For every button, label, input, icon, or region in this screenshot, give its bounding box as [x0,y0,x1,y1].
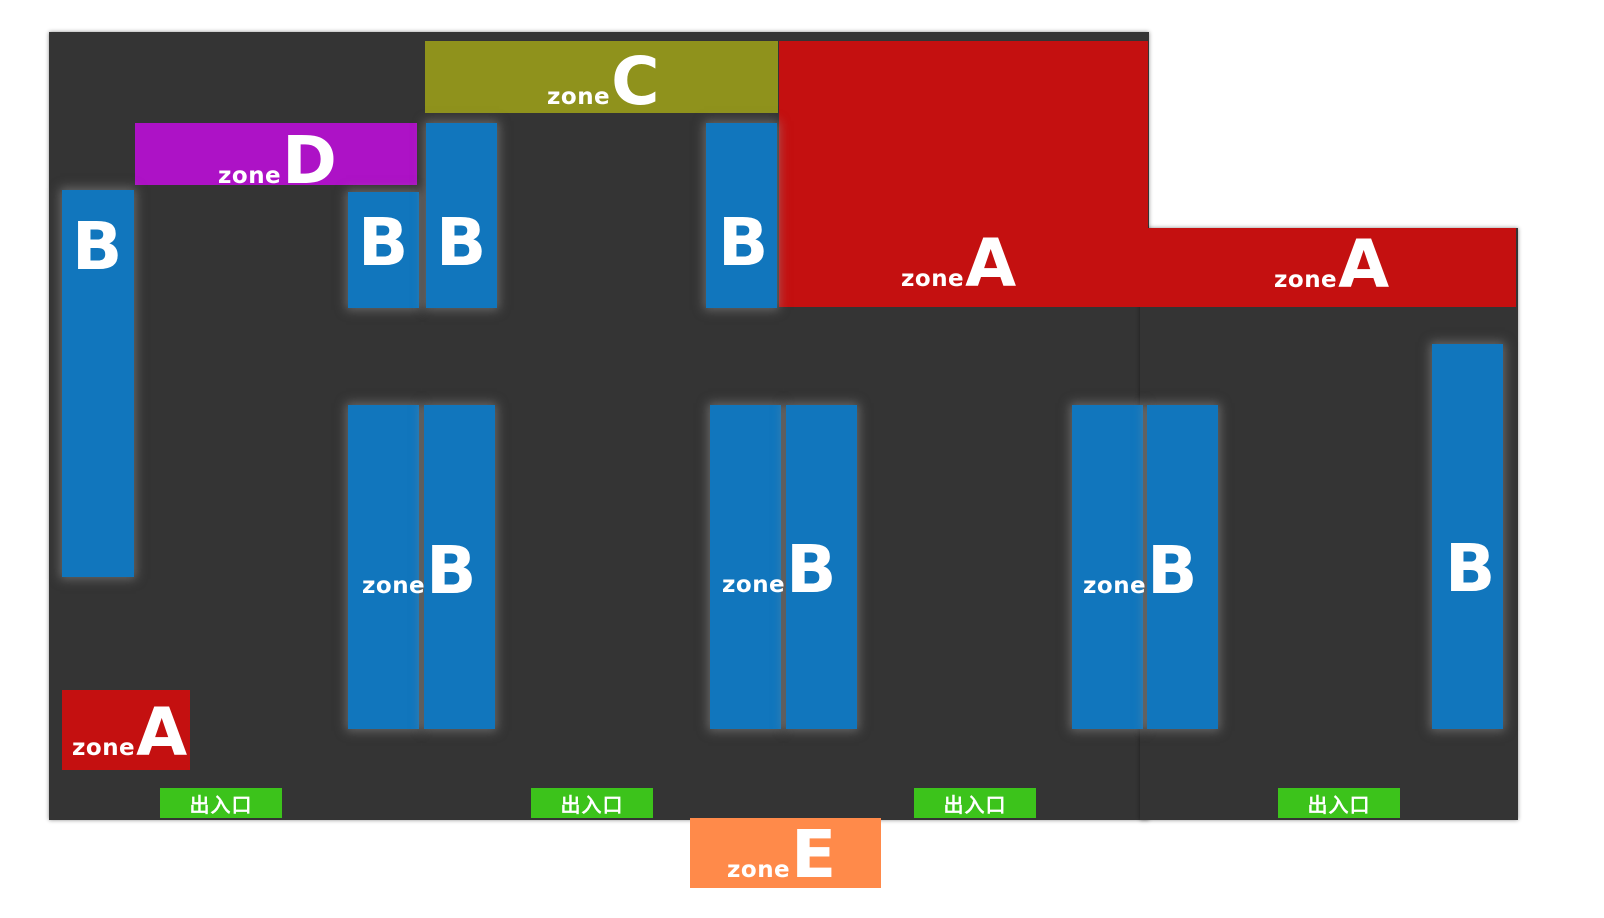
zone-a-top-letter: A [965,225,1017,302]
zone-b-top-3-letter: B [718,204,769,281]
zone-b-center-left-label: zone B [362,538,476,604]
zone-e-letter: E [791,816,837,893]
zone-b-center-right-label: zone B [1083,538,1197,604]
zone-b-shelf[interactable] [348,405,419,729]
zone-d-word: zone [218,163,282,189]
zone-b-left-tall-letter: B [72,208,123,285]
zone-a-right-letter: A [1338,226,1390,303]
zone-b-center-right-word: zone [1083,573,1147,599]
zone-b-top-3[interactable]: B [706,123,777,308]
zone-d-letter: D [282,122,337,199]
zone-a-bottom-left-letter: A [136,694,188,771]
zone-a-right[interactable]: zone A [1146,228,1516,307]
zone-a-top-word: zone [901,266,965,292]
zone-a-bottom-left-word: zone [72,735,136,761]
zone-c-word: zone [547,84,611,110]
zone-c[interactable]: zone C [425,41,778,120]
zone-e-word: zone [727,857,791,883]
zone-b-center-right-letter: B [1147,532,1198,609]
zone-b-top-1-letter: B [358,204,409,281]
zone-b-shelf[interactable] [1147,405,1218,729]
zone-e[interactable]: zone E [690,818,881,888]
zone-b-top-1[interactable]: B [348,192,419,308]
exit-4[interactable]: 出入口 [1278,788,1400,818]
zone-b-center-word: zone [722,572,786,598]
zone-b-right[interactable]: B [1432,344,1503,729]
zone-a-bottom-left[interactable]: zone A [62,690,190,770]
zone-a-right-word: zone [1274,267,1338,293]
zone-b-shelf[interactable] [424,405,495,729]
zone-a-top[interactable]: zone A [779,41,1148,307]
exit-1[interactable]: 出入口 [160,788,282,818]
zone-b-top-2[interactable]: B [426,123,497,308]
exit-3[interactable]: 出入口 [914,788,1036,818]
zone-c-letter: C [611,43,660,120]
exit-2[interactable]: 出入口 [531,788,653,818]
zone-b-center-letter: B [786,531,837,608]
zone-b-center-left-word: zone [362,573,426,599]
zone-b-right-letter: B [1445,530,1496,607]
zone-b-center-label: zone B [722,537,836,603]
zone-b-left-tall[interactable]: B [62,190,134,577]
zone-b-shelf[interactable] [786,405,857,729]
zone-b-center-left-letter: B [426,532,477,609]
zone-d[interactable]: zone D [135,123,417,194]
zone-b-top-2-letter: B [436,204,487,281]
zone-b-shelf[interactable] [1072,405,1143,729]
zone-b-shelf[interactable] [710,405,781,729]
